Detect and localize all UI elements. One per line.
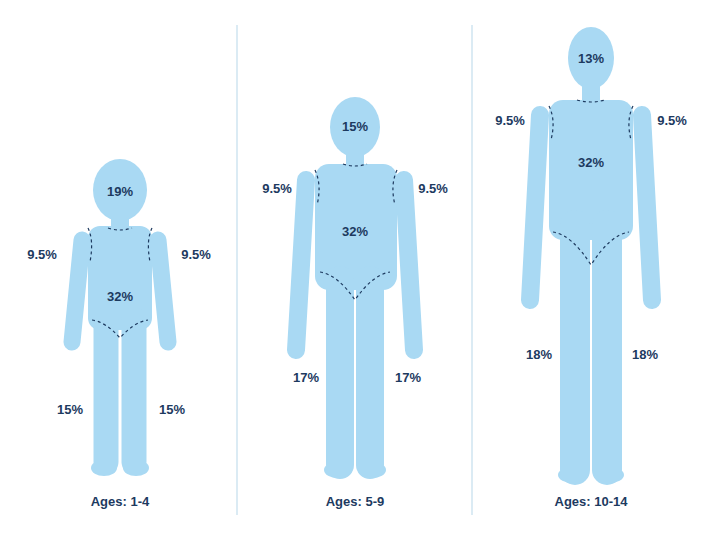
percent-label: 32%	[107, 290, 133, 304]
percent-label: 17%	[395, 371, 421, 385]
percent-label: 9.5%	[418, 182, 448, 196]
percent-label: 18%	[526, 348, 552, 362]
percent-label: 18%	[632, 348, 658, 362]
region-boundary	[88, 228, 152, 338]
percent-label: 9.5%	[181, 248, 211, 262]
child-figure	[88, 159, 152, 476]
child-limbs	[296, 180, 414, 465]
percent-label: 32%	[578, 156, 604, 170]
region-boundary	[315, 164, 397, 300]
age-caption: Ages: 1-4	[91, 495, 150, 509]
region-boundary	[549, 100, 633, 265]
percent-label: 9.5%	[27, 248, 57, 262]
child-figure	[549, 27, 633, 483]
percent-label: 32%	[342, 225, 368, 239]
percent-label: 19%	[107, 185, 133, 199]
divider	[236, 25, 238, 515]
percent-label: 15%	[342, 120, 368, 134]
child-limbs	[72, 240, 168, 462]
percent-label: 15%	[57, 403, 83, 417]
child-limbs	[530, 115, 652, 470]
age-caption: Ages: 10-14	[555, 495, 628, 509]
child-figure	[315, 97, 397, 478]
percent-label: 15%	[159, 403, 185, 417]
percent-label: 9.5%	[657, 114, 687, 128]
percent-label: 9.5%	[262, 182, 292, 196]
percent-label: 9.5%	[495, 114, 525, 128]
percent-label: 13%	[578, 52, 604, 66]
divider	[471, 25, 473, 515]
age-caption: Ages: 5-9	[326, 495, 385, 509]
percent-label: 17%	[293, 371, 319, 385]
